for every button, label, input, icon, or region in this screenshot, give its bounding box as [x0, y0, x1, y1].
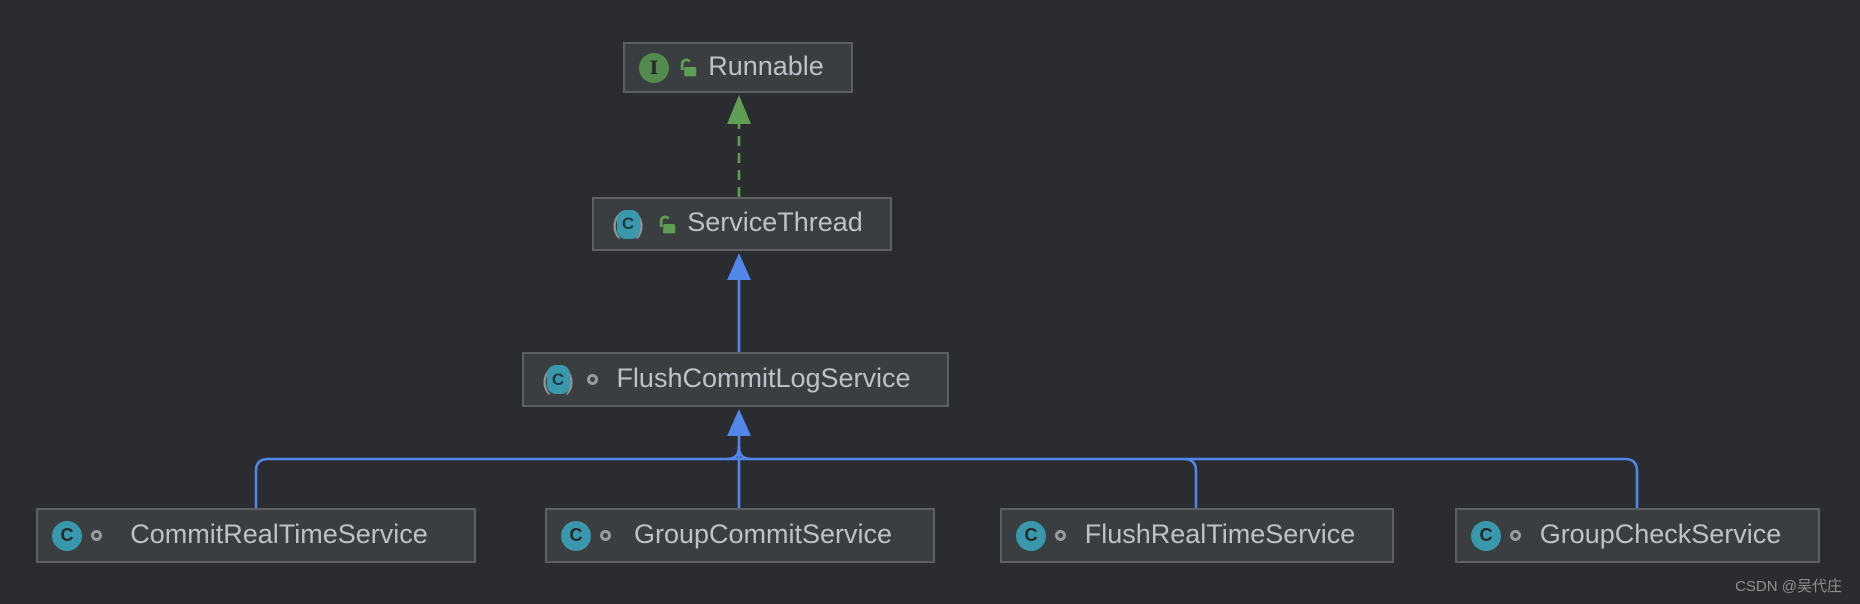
extends-edge-flushcommitlog-servicethread[interactable] [727, 253, 751, 353]
class-name-label: GroupCommitService [633, 518, 893, 549]
node-icons: ( C ) [538, 365, 598, 395]
class-name-label: CommitRealTimeService [130, 518, 428, 549]
class-name-label: GroupCheckService [1539, 518, 1782, 549]
node-icons: C [561, 520, 611, 551]
implements-edge-servicethread-runnable[interactable] [727, 95, 751, 197]
class-icon: C [1016, 520, 1046, 551]
class-icon: C [561, 520, 591, 551]
extends-edge-subclasses-flushcommitlog[interactable] [254, 409, 1639, 510]
class-node-commitrealtimeservice[interactable]: C CommitRealTimeService [36, 508, 476, 563]
public-open-lock-icon [657, 214, 678, 235]
class-node-runnable[interactable]: I Runnable [623, 42, 853, 93]
csdn-watermark: CSDN @吴代庄 [1735, 578, 1842, 595]
package-private-icon [587, 374, 598, 385]
class-name-label: FlushCommitLogService [616, 362, 911, 393]
class-name-label: Runnable [708, 50, 824, 81]
class-node-flushcommitlogservice[interactable]: ( C ) FlushCommitLogService [522, 352, 949, 407]
class-name-label: FlushRealTimeService [1084, 518, 1356, 549]
package-private-icon [1055, 530, 1066, 541]
class-node-servicethread[interactable]: ( C ) ServiceThread [592, 197, 892, 251]
package-private-icon [91, 530, 102, 541]
class-node-flushrealtimeservice[interactable]: C FlushRealTimeService [1000, 508, 1394, 563]
package-private-icon [600, 530, 611, 541]
class-icon: C [52, 520, 82, 551]
node-icons: I [639, 52, 699, 83]
class-icon: C [1471, 520, 1501, 551]
abstract-class-icon: ( C ) [538, 365, 578, 395]
package-private-icon [1510, 530, 1521, 541]
class-name-label: ServiceThread [687, 207, 863, 237]
node-icons: ( C ) [608, 209, 678, 239]
abstract-class-icon: ( C ) [608, 209, 648, 239]
node-icons: C [1471, 520, 1521, 551]
interface-icon: I [639, 52, 669, 83]
class-node-groupcommitservice[interactable]: C GroupCommitService [545, 508, 935, 563]
node-icons: C [52, 520, 102, 551]
node-icons: C [1016, 520, 1066, 551]
public-open-lock-icon [678, 57, 699, 78]
class-node-groupcheckservice[interactable]: C GroupCheckService [1455, 508, 1820, 563]
